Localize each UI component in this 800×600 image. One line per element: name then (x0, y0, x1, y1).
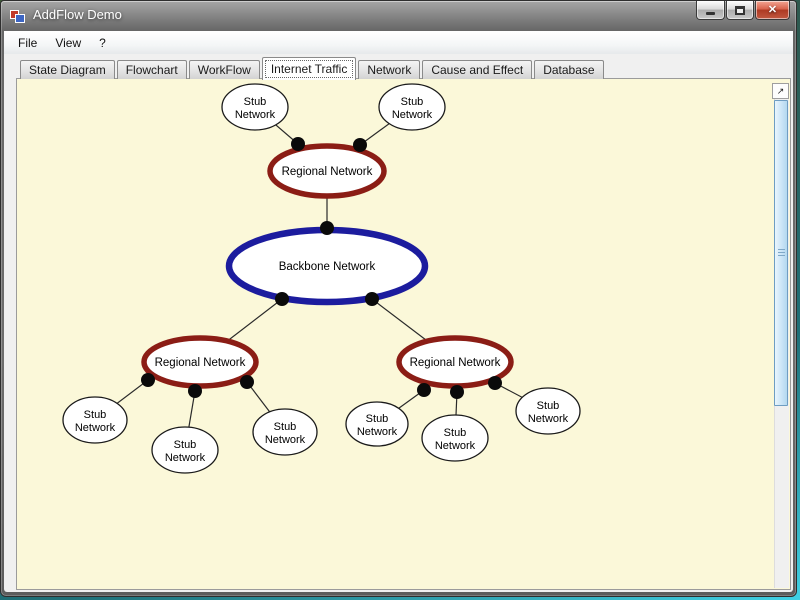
tab-state-diagram[interactable]: State Diagram (20, 60, 115, 79)
tab-strip: State Diagram Flowchart WorkFlow Interne… (20, 57, 606, 80)
maximize-icon (735, 5, 745, 15)
menu-help[interactable]: ? (99, 36, 106, 50)
app-icon (10, 8, 26, 24)
minimize-button[interactable] (696, 1, 725, 20)
tab-workflow[interactable]: WorkFlow (188, 60, 260, 79)
title-bar[interactable]: AddFlow Demo ✕ (1, 1, 796, 31)
scrollbar-grip-icon (778, 249, 785, 257)
close-button[interactable]: ✕ (755, 1, 790, 20)
scroll-corner-button[interactable]: ↗ (772, 83, 789, 99)
tab-flowchart[interactable]: Flowchart (116, 60, 187, 79)
tab-internet-traffic[interactable]: Internet Traffic (261, 57, 357, 80)
tab-database[interactable]: Database (534, 60, 604, 79)
menu-bar: File View ? (4, 32, 793, 54)
tab-page-internet-traffic: ↗ (16, 78, 791, 590)
close-icon: ✕ (767, 3, 778, 16)
scroll-corner-arrow-icon: ↗ (776, 85, 785, 96)
vertical-scrollbar[interactable]: ↗ (772, 83, 789, 588)
minimize-icon (706, 12, 715, 15)
menu-file[interactable]: File (18, 36, 38, 50)
window-title: AddFlow Demo (33, 7, 122, 22)
tab-network[interactable]: Network (358, 60, 421, 79)
maximize-button[interactable] (726, 1, 754, 20)
tab-cause-and-effect[interactable]: Cause and Effect (422, 60, 533, 79)
diagram-canvas[interactable] (17, 79, 775, 589)
window-body: File View ? State Diagram Flowchart Work… (4, 31, 793, 592)
scrollbar-thumb[interactable] (774, 100, 788, 406)
menu-view[interactable]: View (55, 36, 82, 50)
